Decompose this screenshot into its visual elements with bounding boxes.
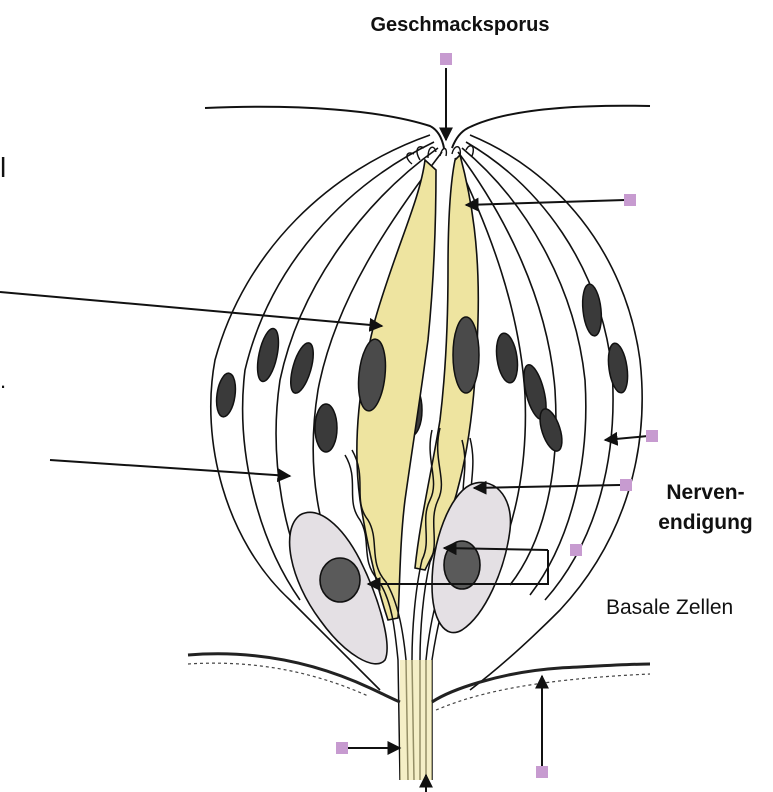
label-marker-icon	[646, 430, 658, 442]
nerve-fiber-fill	[400, 660, 432, 780]
cropped-label-fragment: .	[0, 368, 6, 394]
label-nerve-line1: Nerven-	[643, 478, 768, 508]
label-marker-icon	[620, 479, 632, 491]
label-nervenendigung: Nerven- endigung	[643, 478, 768, 538]
label-marker-icon	[336, 742, 348, 754]
label-geschmacksporus: Geschmacksporus	[360, 14, 560, 37]
cropped-label-fragment: l	[0, 152, 6, 184]
label-marker-icon	[536, 766, 548, 778]
label-marker-icon	[624, 194, 636, 206]
label-basale-zellen: Basale Zellen	[606, 596, 733, 620]
label-marker-icon	[440, 53, 452, 65]
epithelium-surface	[205, 106, 650, 148]
label-nerve-line2: endigung	[643, 508, 768, 538]
label-marker-icon	[570, 544, 582, 556]
